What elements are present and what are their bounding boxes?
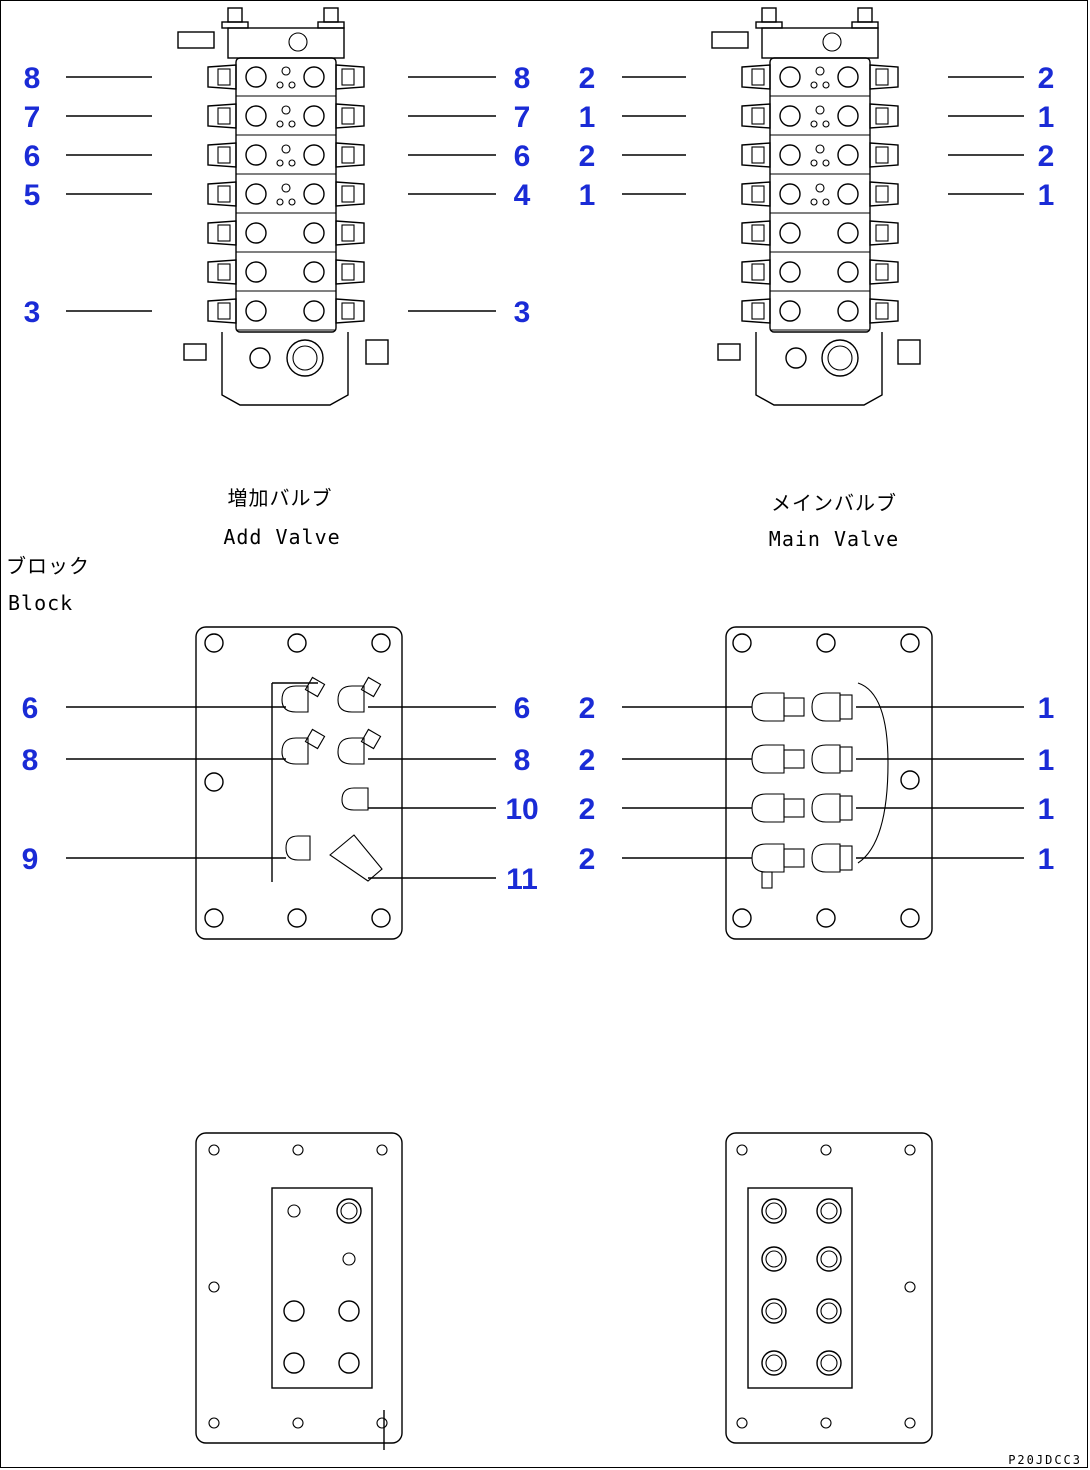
- add-valve-section: [207, 142, 365, 175]
- callout-number: 9: [22, 843, 39, 876]
- callout-number: 1: [1038, 744, 1055, 777]
- main-valve-section: [741, 64, 899, 97]
- main-valve-caption-jp: メインバルブ: [771, 491, 897, 515]
- callout-number: 6: [514, 140, 531, 173]
- main-valve-section: [741, 220, 899, 253]
- callout-number: 2: [1038, 62, 1055, 95]
- main-block-fitting-pair: [751, 843, 853, 889]
- callout-number: 1: [1038, 793, 1055, 826]
- callout-number: 8: [514, 744, 531, 777]
- callout-number: 6: [22, 692, 39, 725]
- main-valve-section: [741, 259, 899, 292]
- block-caption-jp: ブロック: [6, 554, 90, 578]
- block-caption-en: Block: [8, 591, 73, 615]
- callout-number: 4: [514, 179, 531, 212]
- callout-number: 2: [579, 744, 596, 777]
- callout-number: 1: [1038, 101, 1055, 134]
- callout-number: 10: [505, 793, 538, 826]
- add-valve-block: [195, 626, 403, 940]
- callout-number: 2: [579, 843, 596, 876]
- callout-number: 2: [1038, 140, 1055, 173]
- callout-number: 1: [579, 179, 596, 212]
- callout-number: 3: [514, 296, 531, 329]
- callout-number: 7: [514, 101, 531, 134]
- callout-number: 2: [579, 692, 596, 725]
- callout-number: 8: [22, 744, 39, 777]
- callout-number: 6: [24, 140, 41, 173]
- drawing-code: P20JDCC3: [1008, 1453, 1082, 1467]
- add-valve-plate: [195, 1132, 403, 1450]
- callout-number: 2: [579, 62, 596, 95]
- callout-number: 1: [1038, 179, 1055, 212]
- main-valve-section: [741, 142, 899, 175]
- main-block-fitting-pair: [751, 692, 853, 722]
- callout-number: 1: [579, 101, 596, 134]
- main-block-fitting-pair: [751, 744, 853, 774]
- main-valve-section: [741, 298, 899, 331]
- add-valve-caption-jp: 増加バルブ: [228, 486, 333, 510]
- callout-number: 3: [24, 296, 41, 329]
- main-valve-section: [741, 181, 899, 214]
- add-valve-section: [207, 259, 365, 292]
- callout-number: 1: [1038, 692, 1055, 725]
- callout-number: 5: [24, 179, 41, 212]
- callout-number: 1: [1038, 843, 1055, 876]
- callout-number: 8: [24, 62, 41, 95]
- main-valve-section: [741, 103, 899, 136]
- callout-number: 11: [506, 863, 538, 896]
- main-valve-plate: [725, 1132, 933, 1444]
- add-valve-section: [207, 220, 365, 253]
- add-valve-section: [207, 181, 365, 214]
- add-valve-section: [207, 298, 365, 331]
- callout-number: 2: [579, 793, 596, 826]
- callout-number: 7: [24, 101, 41, 134]
- add-valve-section: [207, 64, 365, 97]
- main-valve-block: [725, 626, 933, 940]
- main-block-fitting-pair: [751, 793, 853, 823]
- main-valve-caption-en: Main Valve: [769, 527, 899, 551]
- add-valve-section: [207, 103, 365, 136]
- callout-number: 2: [579, 140, 596, 173]
- callout-number: 6: [514, 692, 531, 725]
- callout-number: 8: [514, 62, 531, 95]
- add-valve-caption-en: Add Valve: [223, 525, 340, 549]
